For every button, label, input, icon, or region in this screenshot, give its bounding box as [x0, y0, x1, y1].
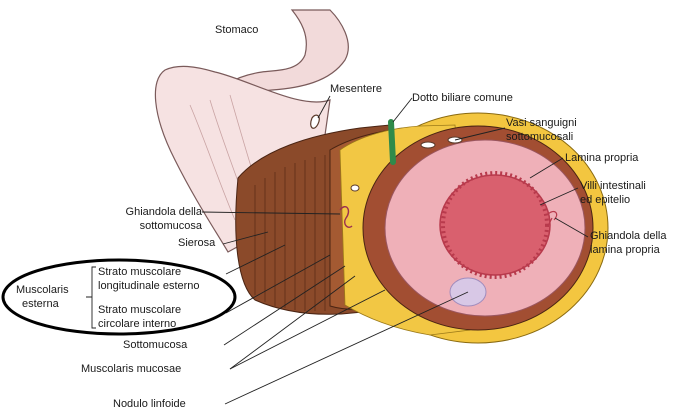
leader-dotto	[393, 98, 412, 122]
label-vasi-2: sottomucosali	[506, 131, 573, 144]
label-vasi-1: Vasi sanguigni	[506, 117, 577, 130]
label-stomaco: Stomaco	[215, 24, 258, 37]
label-muscolaris-esterna-1: Muscolaris	[16, 284, 69, 297]
label-lamina-propria: Lamina propria	[565, 152, 638, 165]
label-strato-circ-1: Strato muscolare	[98, 304, 181, 317]
label-ghiandola-lp-2: lamina propria	[590, 244, 660, 257]
label-sierosa: Sierosa	[178, 237, 215, 250]
muscularis-bracket	[86, 267, 96, 328]
label-dotto-biliare: Dotto biliare comune	[412, 92, 513, 105]
label-strato-long-2: longitudinale esterno	[98, 280, 200, 293]
label-villi-1: Villi intestinali	[580, 180, 646, 193]
label-ghiandola-lp-1: Ghiandola della	[590, 230, 666, 243]
label-mesentere: Mesentere	[330, 83, 382, 96]
label-ghiandola-sm-2: sottomucosa	[100, 220, 202, 233]
bile-duct	[391, 122, 393, 162]
label-villi-2: ed epitelio	[580, 194, 630, 207]
label-muscolaris-mucosae: Muscolaris mucosae	[81, 363, 181, 376]
label-strato-circ-2: circolare interno	[98, 318, 176, 331]
submucosal-vessel-1	[421, 142, 435, 148]
label-strato-long-1: Strato muscolare	[98, 266, 181, 279]
label-sottomucosa: Sottomucosa	[123, 339, 187, 352]
label-nodulo-linfoide: Nodulo linfoide	[113, 398, 186, 411]
label-ghiandola-sm-1: Ghiandola della	[100, 206, 202, 219]
label-muscolaris-esterna-2: esterna	[22, 298, 59, 311]
submucosal-vessel-3	[351, 185, 359, 191]
